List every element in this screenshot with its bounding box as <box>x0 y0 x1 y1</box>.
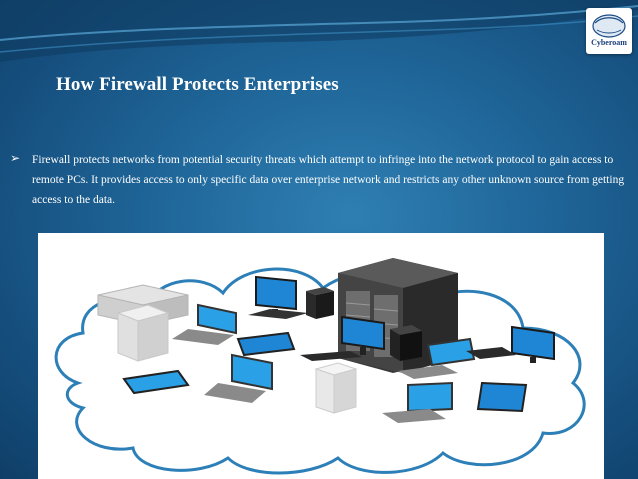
desktop-monitor-icon <box>341 315 385 355</box>
tablet-icon <box>476 381 528 413</box>
cyberoam-logo-icon: Cyberoam <box>591 14 627 47</box>
keyboard-icon <box>300 351 362 361</box>
cyberoam-logo: Cyberoam <box>586 8 632 54</box>
arrow-bullet-icon: ➢ <box>10 151 21 165</box>
cpu-tower-icon <box>314 362 358 414</box>
laptop-icon <box>382 381 453 423</box>
tablet-icon <box>236 331 296 357</box>
bullet-text: Firewall protects networks from potentia… <box>32 154 625 206</box>
desktop-monitor-icon <box>248 275 308 319</box>
cpu-tower-icon <box>390 325 422 361</box>
header-swoosh <box>0 0 638 62</box>
laptop-icon <box>398 337 476 379</box>
laptop-icon <box>172 303 237 345</box>
desktop-monitor-icon <box>466 325 555 363</box>
logo-text: Cyberoam <box>591 38 627 47</box>
tablet-icon <box>122 369 190 395</box>
laptop-icon <box>204 353 273 403</box>
cpu-tower-icon <box>116 304 170 362</box>
network-cloud-illustration <box>38 233 604 479</box>
cpu-tower-icon <box>306 287 334 319</box>
slide-title: How Firewall Protects Enterprises <box>56 74 339 95</box>
